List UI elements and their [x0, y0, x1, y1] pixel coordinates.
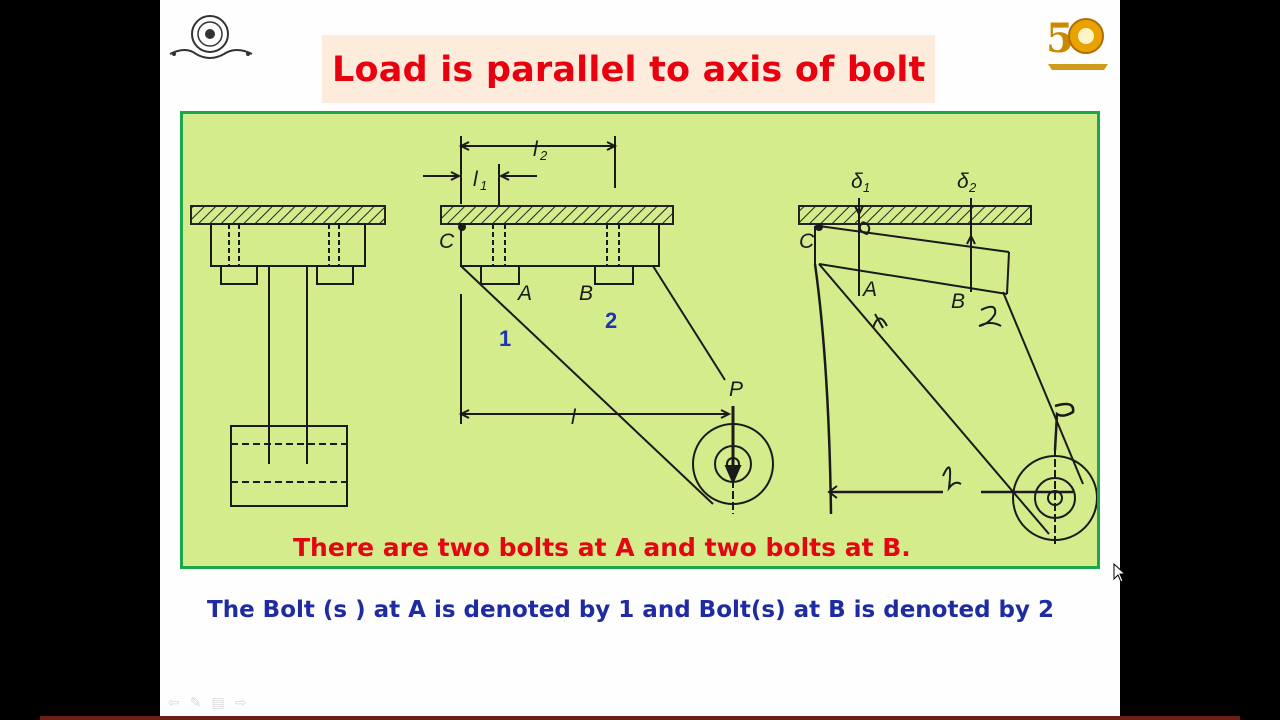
- bolt-notation-note: The Bolt (s ) at A is denoted by 1 and B…: [207, 597, 1055, 623]
- bottom-accent-line: [40, 716, 1240, 720]
- slide-title: Load is parallel to axis of bolt: [332, 50, 926, 90]
- nav-back-icon[interactable]: ⇦: [168, 694, 190, 710]
- pen-icon[interactable]: ✎: [189, 694, 212, 710]
- golden-jubilee-logo-icon: 5: [1046, 15, 1108, 70]
- label-l1: l: [473, 168, 479, 191]
- label-delta2: δ: [957, 170, 969, 193]
- bracket-diagram-svg: C A B P l l 1 l 2 1 2: [190, 136, 1097, 546]
- side-view: [190, 205, 386, 507]
- menu-icon[interactable]: ▤: [211, 694, 235, 710]
- bracket-view: [423, 136, 774, 514]
- label-b: B: [579, 282, 593, 305]
- label-l: l: [571, 406, 577, 429]
- mouse-pointer-icon: [1113, 563, 1127, 583]
- label-a: A: [516, 282, 532, 305]
- label-b-right: B: [951, 290, 965, 313]
- label-c-right: C: [799, 230, 815, 253]
- bolt-2-label: 2: [605, 308, 617, 333]
- figure-caption: There are two bolts at A and two bolts a…: [293, 533, 911, 562]
- label-l1-sub: 1: [480, 178, 487, 193]
- label-delta1-sub: 1: [863, 180, 870, 195]
- title-banner: [322, 35, 935, 103]
- slide: 5 Load is parallel to axis of bolt: [160, 0, 1120, 720]
- deflection-view: [798, 198, 1097, 546]
- label-c: C: [439, 230, 455, 253]
- label-l2: l: [533, 138, 539, 161]
- label-p: P: [729, 378, 743, 401]
- nav-forward-icon[interactable]: ⇨: [234, 694, 257, 710]
- university-seal-icon: [169, 15, 253, 59]
- bracket-diagram: C A B P l l 1 l 2 1 2: [180, 111, 1100, 569]
- label-l2-sub: 2: [539, 148, 548, 163]
- label-delta1: δ: [851, 170, 863, 193]
- bolt-1-label: 1: [499, 326, 511, 351]
- label-a-right: A: [861, 278, 877, 301]
- slide-nav-controls: ⇦✎▤⇨: [168, 694, 256, 711]
- label-delta2-sub: 2: [968, 180, 977, 195]
